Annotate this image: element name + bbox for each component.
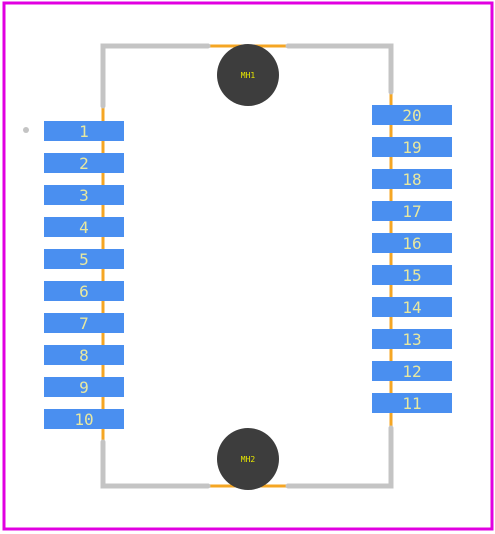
pad-rect [372, 297, 452, 317]
pad-rect [44, 377, 124, 397]
pad-rect [372, 233, 452, 253]
pad-number: 7 [79, 314, 89, 333]
pad-number: 9 [79, 378, 89, 397]
pad-rect [372, 329, 452, 349]
pad-9: 9 [44, 377, 124, 397]
mounting-hole-mh1: MH1 [217, 44, 279, 106]
silkscreen-top-left [100, 43, 211, 109]
silkscreen [100, 43, 394, 489]
mounting-hole-label: MH1 [241, 71, 256, 80]
pad-20: 20 [372, 105, 452, 125]
pad-rect [44, 345, 124, 365]
pad-number: 19 [402, 138, 421, 157]
pad-number: 5 [79, 250, 89, 269]
pad-5: 5 [44, 249, 124, 269]
pad-rect [372, 105, 452, 125]
pad-number: 11 [402, 394, 421, 413]
pad-number: 17 [402, 202, 421, 221]
pad-rect [44, 217, 124, 237]
pad-rect [372, 201, 452, 221]
pad-12: 12 [372, 361, 452, 381]
pad-rect [44, 121, 124, 141]
mounting-hole-mh2: MH2 [217, 428, 279, 490]
pad-3: 3 [44, 185, 124, 205]
pad-rect [44, 153, 124, 173]
pad-7: 7 [44, 313, 124, 333]
mounting-hole-circle [217, 44, 279, 106]
courtyard [101, 44, 393, 488]
pad-number: 15 [402, 266, 421, 285]
pad-rect [372, 137, 452, 157]
pad-rect [372, 265, 452, 285]
pad-16: 16 [372, 233, 452, 253]
silkscreen-top-right [285, 43, 394, 95]
pad-2: 2 [44, 153, 124, 173]
pad-15: 15 [372, 265, 452, 285]
pad-17: 17 [372, 201, 452, 221]
pad-rect [44, 409, 124, 429]
pad-number: 16 [402, 234, 421, 253]
pad-number: 18 [402, 170, 421, 189]
pad-14: 14 [372, 297, 452, 317]
pad-rect [372, 169, 452, 189]
pad-18: 18 [372, 169, 452, 189]
pad-number: 4 [79, 218, 89, 237]
pad-rect [44, 249, 124, 269]
pad-rect [372, 361, 452, 381]
pad-19: 19 [372, 137, 452, 157]
mounting-hole-circle [217, 428, 279, 490]
pad-rect [44, 313, 124, 333]
pad-number: 12 [402, 362, 421, 381]
pad-number: 10 [74, 410, 93, 429]
mounting-hole-label: MH2 [241, 455, 256, 464]
pad-rect [44, 185, 124, 205]
silkscreen-bottom-left [100, 439, 211, 489]
silkscreen-bottom-right [285, 425, 394, 489]
pad-1: 1 [44, 121, 124, 141]
pad-4: 4 [44, 217, 124, 237]
pad-11: 11 [372, 393, 452, 413]
pad-6: 6 [44, 281, 124, 301]
pad-number: 6 [79, 282, 89, 301]
pad-number: 8 [79, 346, 89, 365]
pads-left: 1 2 3 4 5 6 7 8 9 10 [44, 121, 124, 429]
pin1-indicator-dot [23, 127, 29, 133]
pad-number: 3 [79, 186, 89, 205]
pad-number: 1 [79, 122, 89, 141]
pad-rect [44, 281, 124, 301]
pad-number: 14 [402, 298, 421, 317]
pad-10: 10 [44, 409, 124, 429]
pad-number: 20 [402, 106, 421, 125]
pad-rect [372, 393, 452, 413]
pad-8: 8 [44, 345, 124, 365]
pad-number: 13 [402, 330, 421, 349]
pad-number: 2 [79, 154, 89, 173]
pad-13: 13 [372, 329, 452, 349]
pads-right: 20 19 18 17 16 15 14 13 12 11 [372, 105, 452, 413]
